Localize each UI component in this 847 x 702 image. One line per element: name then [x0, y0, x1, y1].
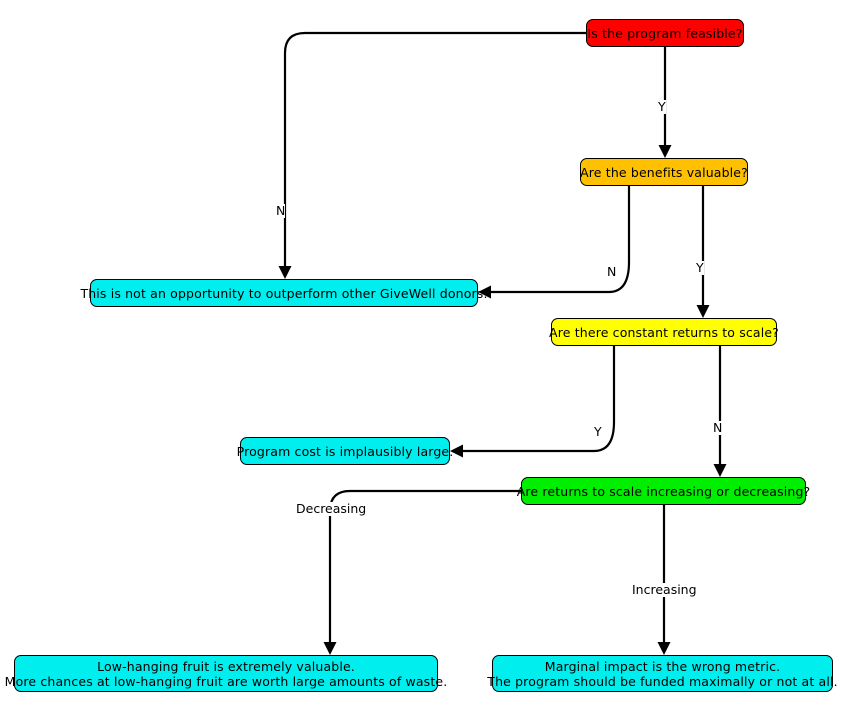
node-marginal-impact[interactable]: Marginal impact is the wrong metric. The… [487, 655, 838, 692]
edge-label-constant-returns-yes: Y [594, 424, 602, 439]
edge-label-returns-decreasing: Decreasing [296, 501, 367, 516]
arrowhead-feasible-no [278, 266, 292, 279]
arrowhead-constant-returns-no [713, 464, 727, 477]
node-label: Marginal impact is the wrong metric. The… [487, 658, 838, 689]
arrowhead-constant-returns-yes [450, 444, 463, 458]
node-constant-returns[interactable]: Are there constant returns to scale? [549, 318, 779, 346]
node-label: Low-hanging fruit is extremely valuable.… [4, 658, 448, 689]
node-label: This is not an opportunity to outperform… [80, 285, 488, 301]
node-benefits[interactable]: Are the benefits valuable? [580, 158, 748, 186]
edge-label-constant-returns-no: N [713, 420, 723, 435]
arrowhead-returns-increasing [657, 642, 671, 655]
arrowhead-benefits-yes [696, 305, 710, 318]
arrowhead-benefits-no [478, 285, 491, 299]
edge-label-feasible-yes: Y [658, 99, 666, 114]
node-label: Program cost is implausibly large. [236, 443, 454, 459]
edge-label-benefits-yes: Y [696, 260, 704, 275]
edge-label-feasible-no: N [276, 203, 286, 218]
node-label: Are returns to scale increasing or decre… [516, 483, 811, 499]
edge-label-benefits-no: N [607, 264, 617, 279]
node-feasible[interactable]: Is the program feasible? [586, 19, 744, 47]
edge-constant-returns-yes [461, 346, 616, 453]
edge-benefits-no [489, 186, 631, 294]
arrowhead-returns-decreasing [323, 642, 337, 655]
node-label: Are the benefits valuable? [580, 164, 748, 180]
node-cost-implausible[interactable]: Program cost is implausibly large. [237, 437, 453, 465]
arrowhead-feasible-yes [658, 145, 672, 158]
node-not-opportunity[interactable]: This is not an opportunity to outperform… [80, 279, 487, 307]
edge-feasible-no [283, 31, 586, 268]
node-label: Is the program feasible? [587, 25, 743, 41]
node-low-hanging-fruit[interactable]: Low-hanging fruit is extremely valuable.… [5, 655, 447, 692]
node-increasing-or-decreasing[interactable]: Are returns to scale increasing or decre… [517, 477, 810, 505]
node-label: Are there constant returns to scale? [549, 324, 779, 340]
edge-label-returns-increasing: Increasing [632, 582, 697, 597]
